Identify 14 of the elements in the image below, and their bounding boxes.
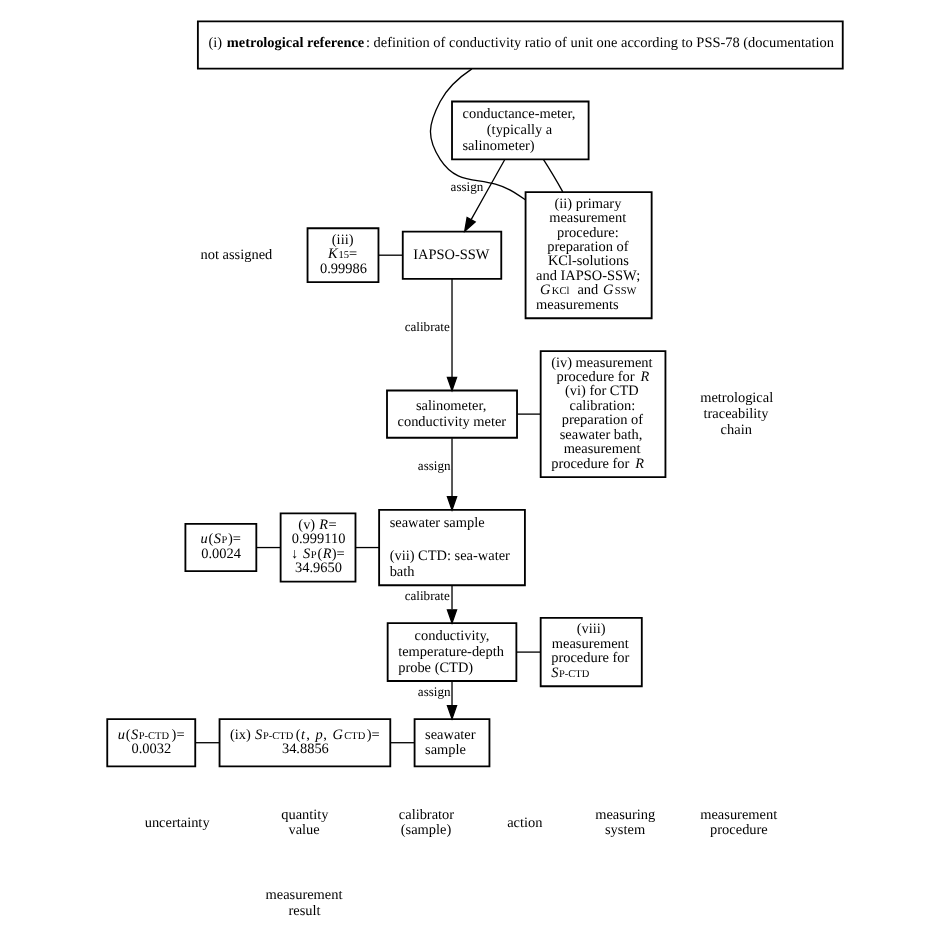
connector <box>254 546 281 549</box>
connector <box>428 68 525 201</box>
arrow <box>445 680 457 721</box>
connector <box>354 546 379 549</box>
connector <box>541 158 563 193</box>
connector <box>377 254 402 256</box>
arrow <box>462 158 505 233</box>
connector <box>388 742 415 744</box>
connector <box>194 742 219 744</box>
connector <box>515 651 541 653</box>
connector <box>515 413 541 415</box>
arrow <box>445 585 457 625</box>
arrow <box>445 437 457 512</box>
arrow <box>445 278 457 393</box>
